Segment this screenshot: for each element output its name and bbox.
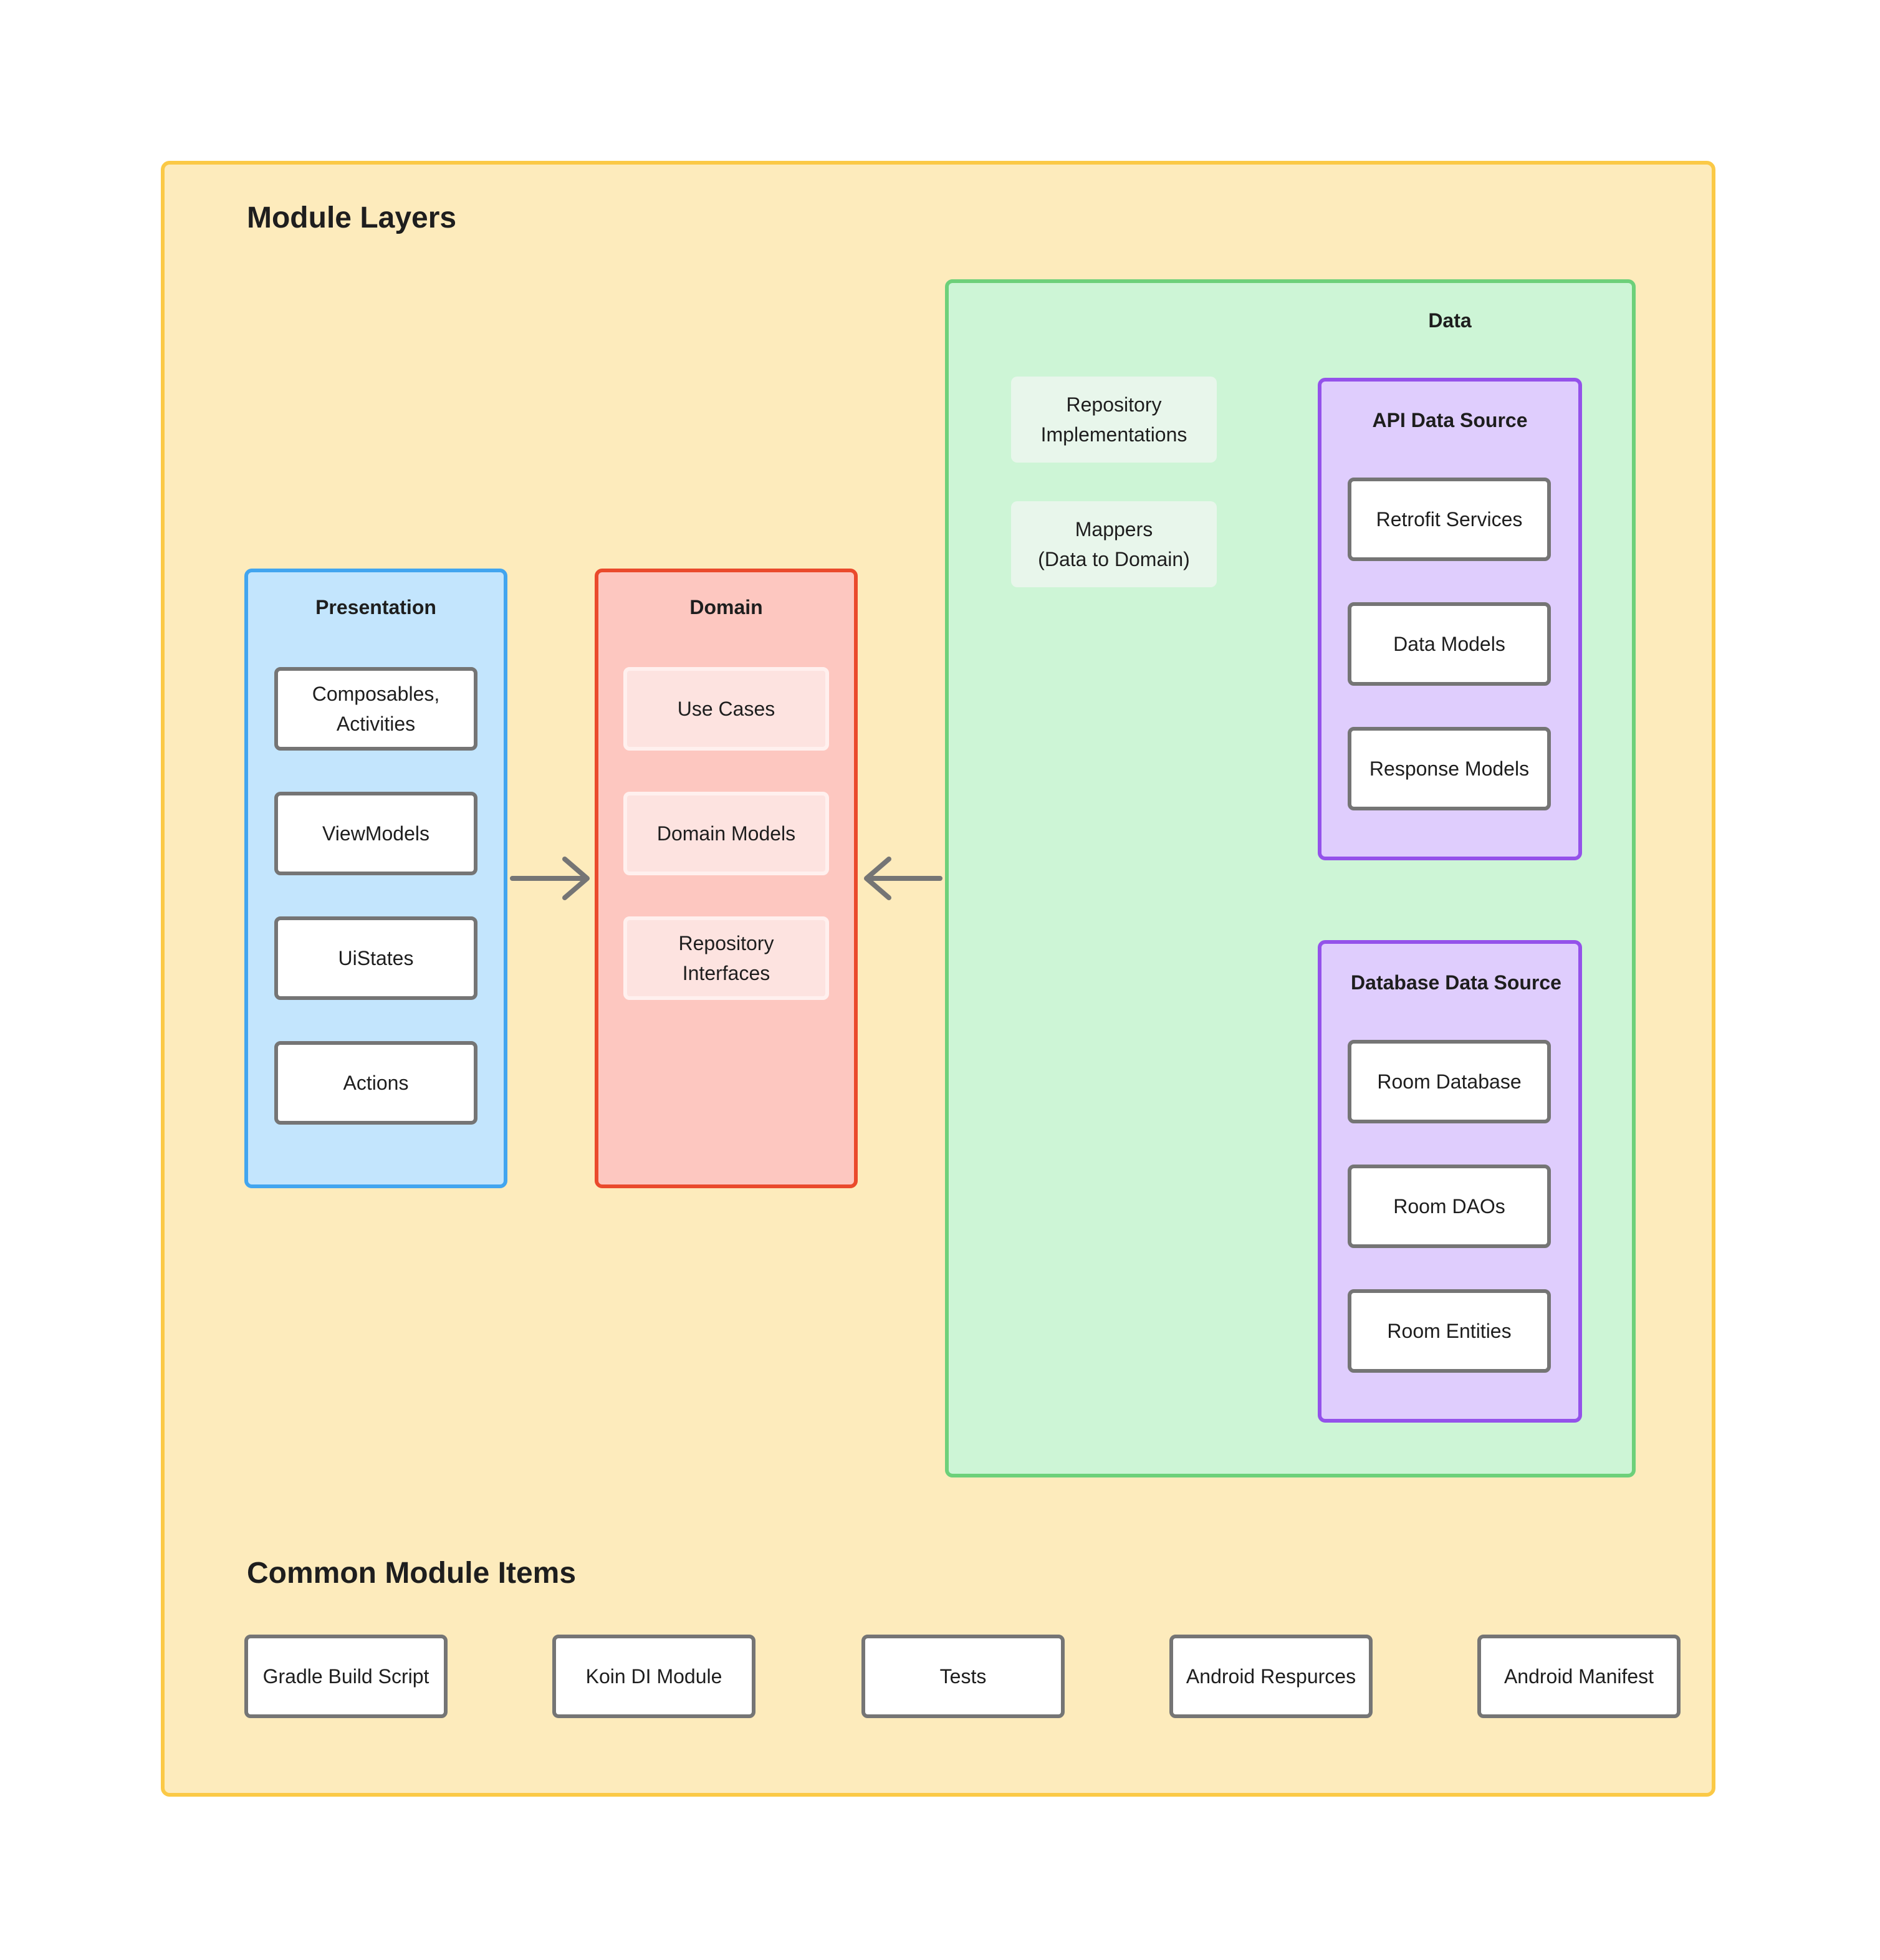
db-source-item: Room DAOs — [1348, 1165, 1551, 1248]
arrow-data-to-domain — [864, 857, 942, 900]
common-item: Koin DI Module — [552, 1635, 755, 1718]
common-item: Gradle Build Script — [244, 1635, 448, 1718]
db-source-item: Room Entities — [1348, 1289, 1551, 1373]
module-layers-heading: Module Layers — [247, 201, 457, 234]
common-item: Tests — [861, 1635, 1065, 1718]
domain-item: Use Cases — [623, 667, 829, 751]
presentation-item: Composables, Activities — [274, 667, 477, 751]
domain-item: Repository Interfaces — [623, 916, 829, 1000]
domain-layer — [595, 569, 858, 1188]
presentation-item: UiStates — [274, 916, 477, 1000]
api-source-item: Data Models — [1348, 602, 1551, 686]
data-item: Repository Implementations — [1011, 377, 1217, 463]
domain-item: Domain Models — [623, 792, 829, 875]
arrow-presentation-to-domain — [510, 857, 590, 900]
database-data-source-title: Database Data Source — [1351, 971, 1561, 994]
presentation-title: Presentation — [315, 596, 436, 618]
db-source-item: Room Database — [1348, 1040, 1551, 1123]
presentation-item: ViewModels — [274, 792, 477, 875]
api-data-source-title: API Data Source — [1372, 409, 1528, 431]
api-source-item: Response Models — [1348, 727, 1551, 810]
common-items-heading: Common Module Items — [247, 1557, 577, 1590]
presentation-item: Actions — [274, 1041, 477, 1125]
common-item: Android Respurces — [1169, 1635, 1373, 1718]
common-item: Android Manifest — [1477, 1635, 1681, 1718]
data-title: Data — [1428, 309, 1472, 332]
data-item: Mappers (Data to Domain) — [1011, 501, 1217, 587]
domain-title: Domain — [689, 596, 763, 618]
api-source-item: Retrofit Services — [1348, 478, 1551, 561]
